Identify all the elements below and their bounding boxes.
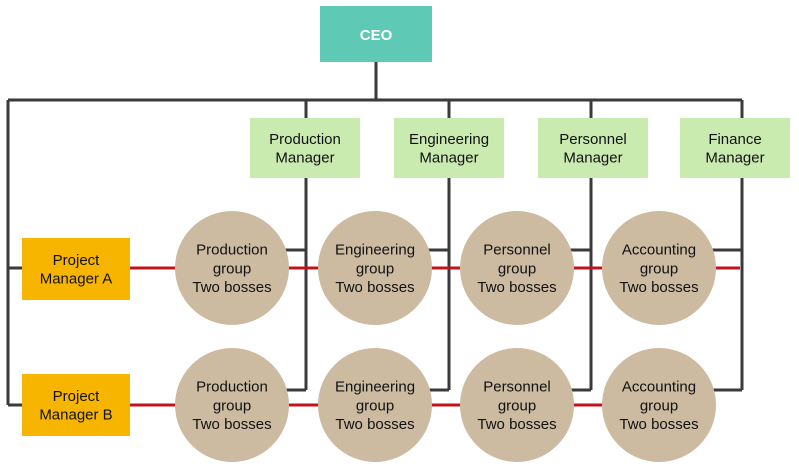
personnel-manager-label-line-2: Manager	[563, 150, 622, 167]
group-label-line-1: Accounting	[622, 242, 696, 259]
group-label-line-3: Two bosses	[335, 279, 414, 296]
project-manager-a-box-shape	[22, 238, 130, 300]
project-manager-b-box-shape	[22, 374, 130, 436]
group-label-line-3: Two bosses	[335, 416, 414, 433]
group-circle-shape	[460, 211, 574, 325]
group-circle-shape	[602, 211, 716, 325]
finance-manager-label-line-2: Manager	[705, 150, 764, 167]
group-label-line-1: Engineering	[335, 379, 415, 396]
group-circle-shape	[175, 348, 289, 462]
production-manager-label-line-1: Production	[269, 131, 341, 148]
group-label-line-3: Two bosses	[619, 279, 698, 296]
group-label-line-1: Personnel	[483, 379, 551, 396]
group-label-line-3: Two bosses	[477, 416, 556, 433]
finance-manager-label-line-1: Finance	[708, 131, 761, 148]
group-label-line-1: Personnel	[483, 242, 551, 259]
ceo-box-shape	[320, 6, 432, 62]
engineering-manager-box-shape	[394, 118, 504, 178]
group-circle-shape	[318, 348, 432, 462]
group-label-line-2: group	[356, 260, 394, 277]
ceo-box: CEO	[320, 6, 432, 62]
group-circle-shape	[460, 348, 574, 462]
engineering-manager-label-line-2: Manager	[419, 150, 478, 167]
group-label-line-2: group	[356, 397, 394, 414]
production-manager-label-line-2: Manager	[275, 150, 334, 167]
diagram-nodes: CEOProductionManagerEngineeringManagerPe…	[22, 6, 790, 462]
group-label-line-2: group	[498, 260, 536, 277]
project-manager-a-label-line-2: Manager A	[40, 271, 113, 288]
group-label-line-3: Two bosses	[477, 279, 556, 296]
personnel-manager-box-shape	[538, 118, 648, 178]
group-circle-shape	[318, 211, 432, 325]
group-label-line-2: group	[640, 260, 678, 277]
group-label-line-2: group	[640, 397, 678, 414]
group-label-line-1: Engineering	[335, 242, 415, 259]
finance-manager-box-shape	[680, 118, 790, 178]
project-manager-a-label-line-1: Project	[53, 252, 101, 269]
group-label-line-3: Two bosses	[192, 416, 271, 433]
group-circle-shape	[175, 211, 289, 325]
group-label-line-2: group	[498, 397, 536, 414]
group-label-line-1: Production	[196, 242, 268, 259]
group-label-line-2: group	[213, 260, 251, 277]
ceo-label: CEO	[360, 27, 393, 44]
group-label-line-3: Two bosses	[619, 416, 698, 433]
group-label-line-2: group	[213, 397, 251, 414]
group-circle-shape	[602, 348, 716, 462]
engineering-manager-label-line-1: Engineering	[409, 131, 489, 148]
group-label-line-1: Accounting	[622, 379, 696, 396]
group-label-line-3: Two bosses	[192, 279, 271, 296]
project-manager-b-label-line-2: Manager B	[39, 407, 112, 424]
group-label-line-1: Production	[196, 379, 268, 396]
personnel-manager-label-line-1: Personnel	[559, 131, 627, 148]
production-manager-box-shape	[250, 118, 360, 178]
project-manager-b-label-line-1: Project	[53, 388, 101, 405]
